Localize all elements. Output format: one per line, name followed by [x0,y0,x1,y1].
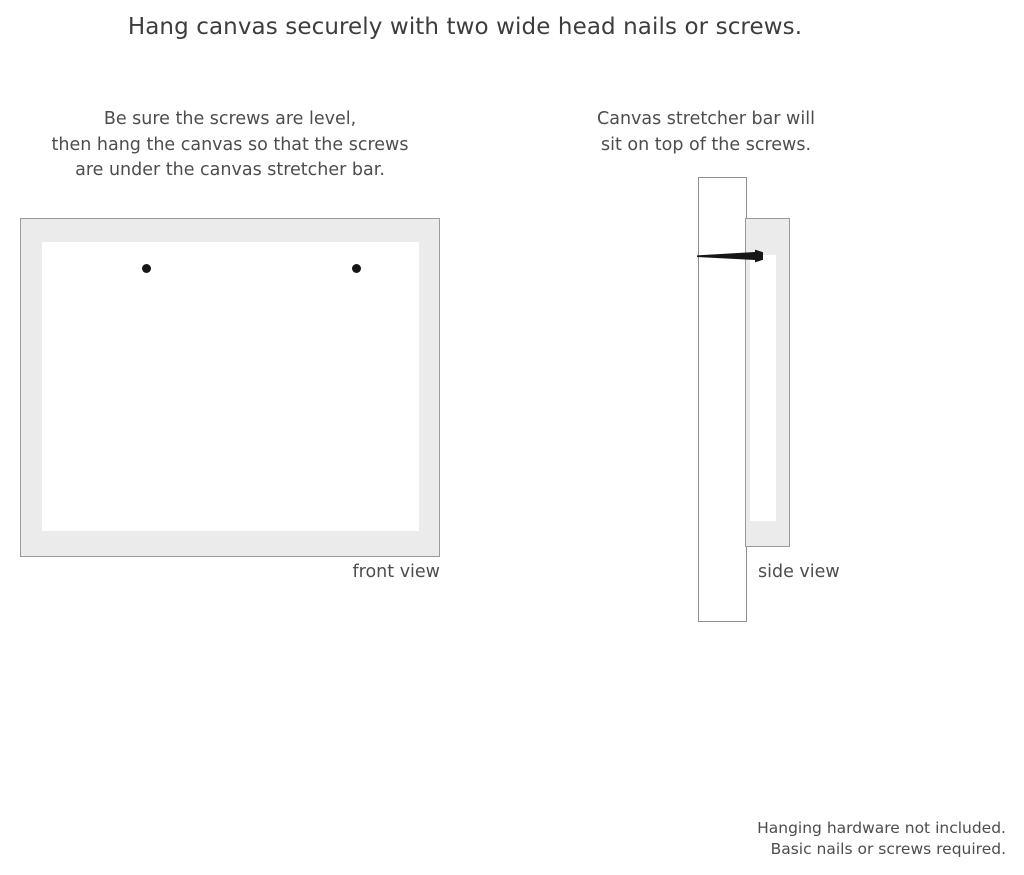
footer-note: Hanging hardware not included. Basic nai… [757,818,1006,860]
side-caption-line-2: sit on top of the screws. [600,134,812,155]
front-caption-line-1: Be sure the screws are level, [103,109,357,129]
front-view-diagram [20,218,440,557]
wall-profile [698,177,747,622]
side-caption-line-1: Canvas stretcher bar will [597,109,815,129]
canvas-frame-front [20,218,440,557]
front-view-label: front view [352,562,441,582]
front-view-caption: Be sure the screws are level, then hang … [20,107,440,184]
canvas-face-side [750,255,776,521]
side-view-label: side view [758,562,840,582]
screw-head-left-icon [142,264,151,273]
canvas-face-front [42,242,419,531]
front-caption-line-2: then hang the canvas so that the screws [51,134,409,155]
nail-side-icon [697,248,770,264]
page-headline: Hang canvas securely with two wide head … [127,14,803,40]
side-view-caption: Canvas stretcher bar will sit on top of … [588,107,824,158]
side-view-diagram [690,170,880,630]
footer-line-2: Basic nails or screws required. [770,840,1006,858]
front-caption-line-3: are under the canvas stretcher bar. [75,160,385,180]
footer-line-1: Hanging hardware not included. [757,819,1006,837]
canvas-stretcher-bar-profile [745,218,790,547]
screw-head-right-icon [352,264,361,273]
